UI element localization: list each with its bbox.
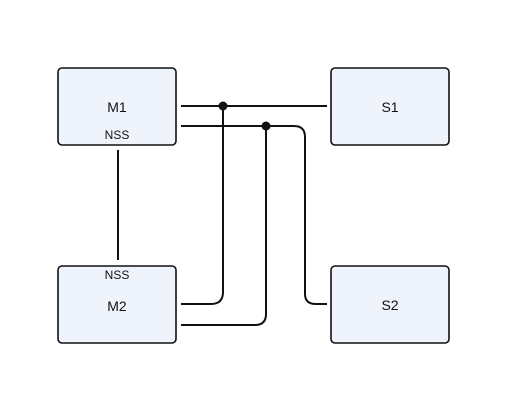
node-m2-port-label: NSS bbox=[105, 268, 130, 282]
node-s2-label: S2 bbox=[381, 297, 398, 313]
node-m2-label: M2 bbox=[107, 298, 127, 314]
node-m2[interactable]: NSS M2 bbox=[57, 265, 177, 344]
connections bbox=[117, 105, 327, 326]
wire-junction2-to-m2 bbox=[181, 126, 267, 326]
node-m1-box bbox=[57, 67, 177, 146]
wire-m1-to-s2 bbox=[181, 125, 327, 305]
node-s1-label: S1 bbox=[381, 99, 398, 115]
node-m1-label: M1 bbox=[107, 99, 127, 115]
node-s1-box bbox=[330, 67, 450, 146]
junction-dot-lower bbox=[261, 121, 271, 131]
node-s2[interactable]: S2 bbox=[330, 265, 450, 344]
node-m2-box bbox=[57, 265, 177, 344]
wire-junction1-to-m2 bbox=[181, 106, 224, 305]
node-m1[interactable]: M1 NSS bbox=[57, 67, 177, 146]
node-m1-port-label: NSS bbox=[105, 128, 130, 142]
node-s1[interactable]: S1 bbox=[330, 67, 450, 146]
node-s2-box bbox=[330, 265, 450, 344]
junction-dot-upper bbox=[218, 101, 228, 111]
